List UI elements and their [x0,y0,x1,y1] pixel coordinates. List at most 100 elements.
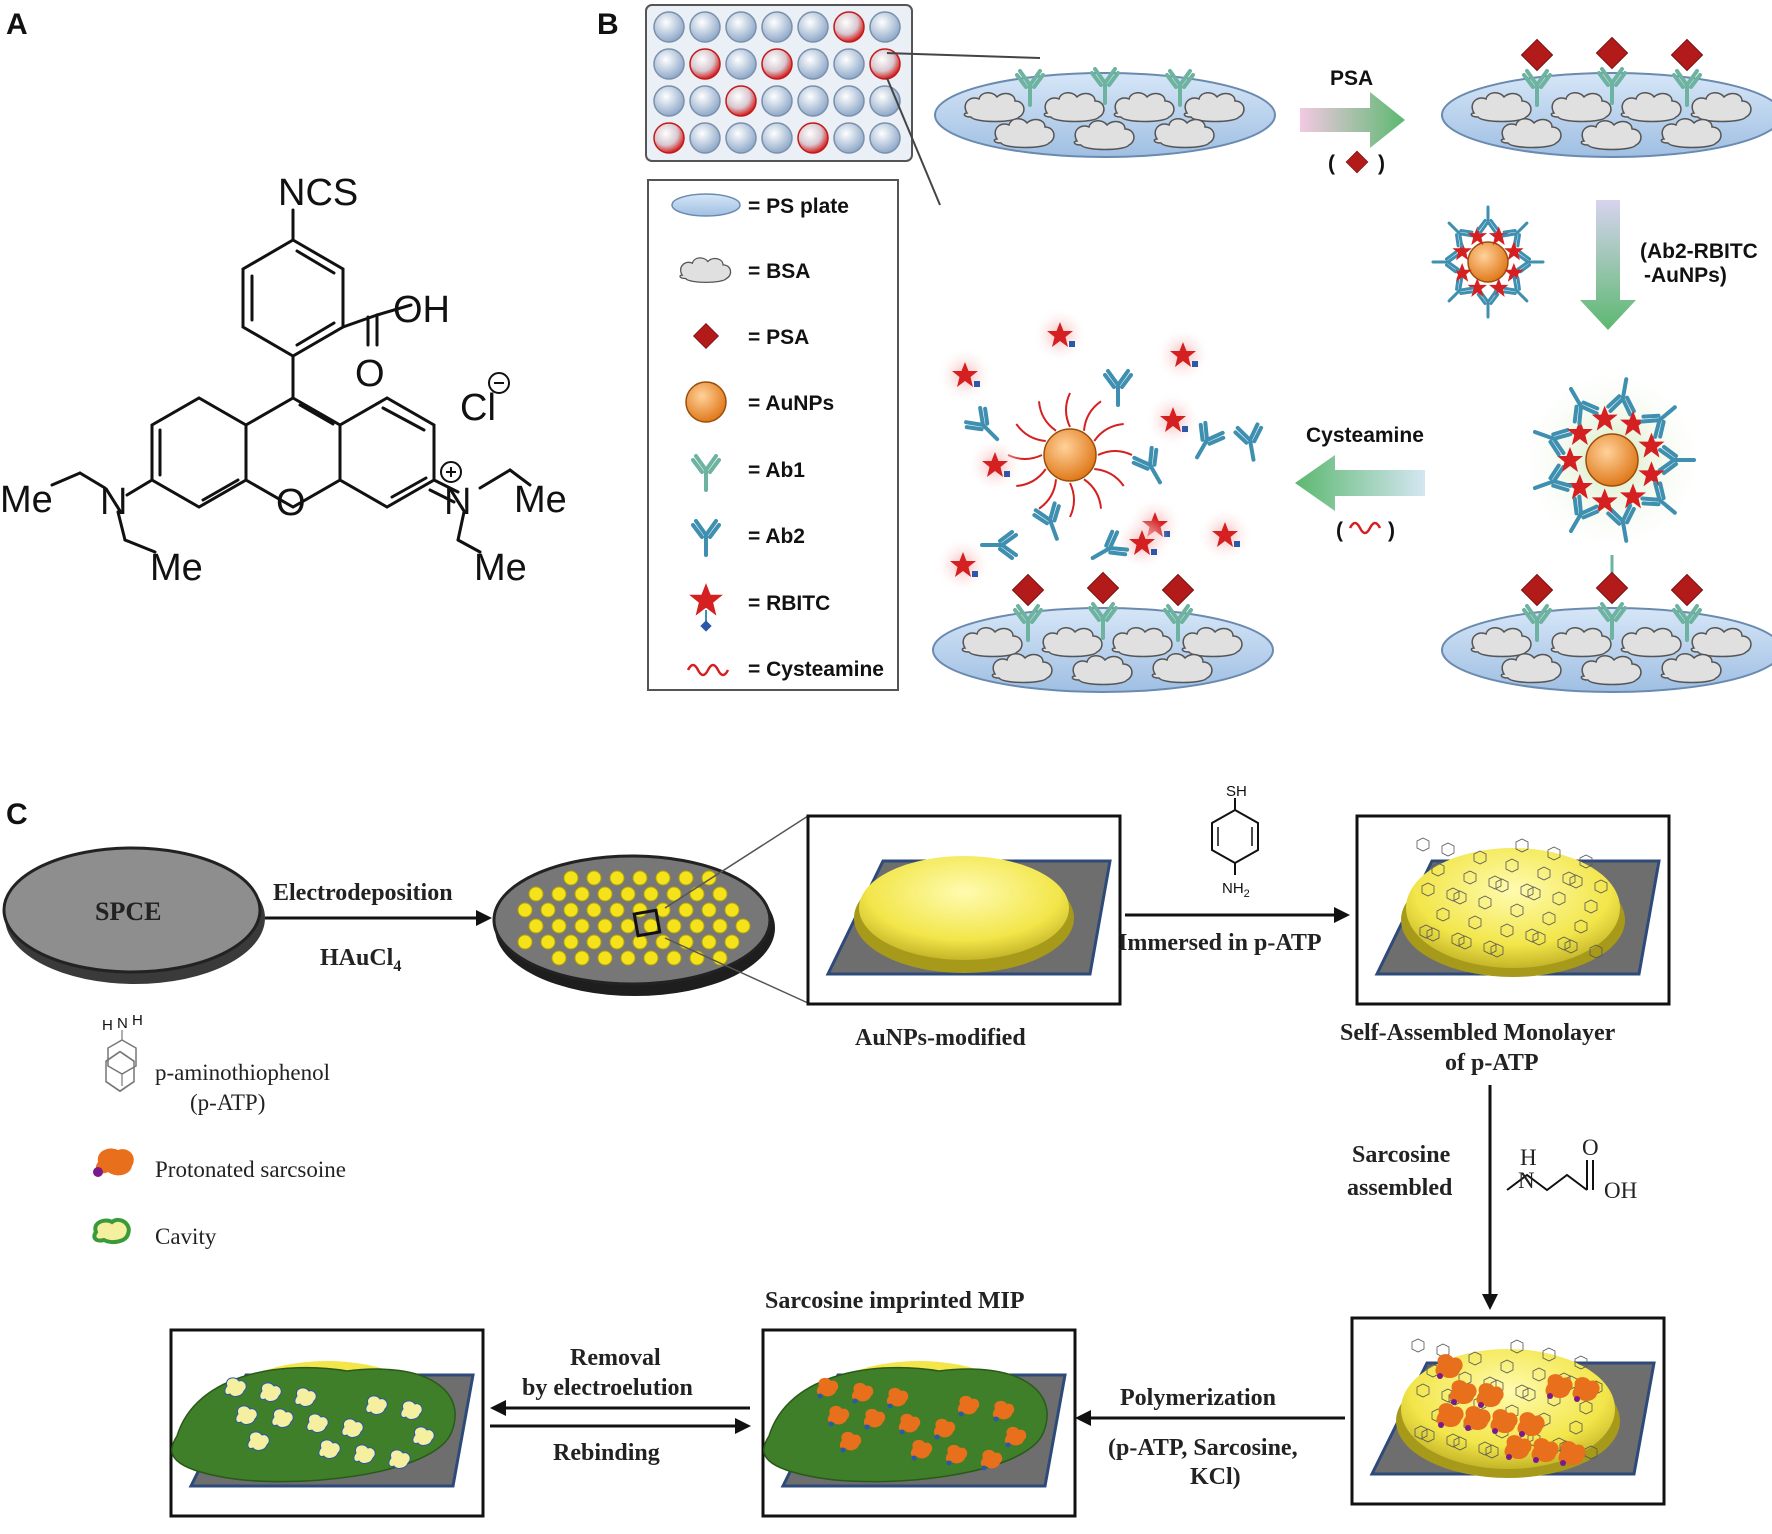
well [833,48,865,80]
spce-electrode: SPCE [2,846,265,984]
psa-paren-close: ) [1378,152,1385,175]
aunps-modified-caption: AuNPs-modified [855,1025,1026,1051]
electrodeposition-label: Electrodeposition [273,880,453,906]
legend-patp-line2: (p-ATP) [190,1090,265,1115]
plate-step-4 [932,571,1274,693]
well [725,85,757,117]
well [689,122,721,154]
electrode-box [761,1328,1077,1518]
me-bottom-right-label: Me [474,547,527,589]
protonated-sarcosine-icon [95,1148,134,1176]
rbitc-structure: NCS OH O O Cl N N Me Me Me Me [0,172,567,589]
aunp-icon [685,381,727,423]
panel-label-b: B [597,8,619,41]
plate-step-2 [1441,36,1772,158]
well [761,48,793,80]
bound-complex [1517,365,1707,555]
conjugate-step-line2: -AuNPs) [1644,264,1727,287]
well [833,122,865,154]
immersed-label: Immersed in p-ATP [1118,930,1322,956]
microplate [645,4,913,162]
well [689,48,721,80]
me-right-label: Me [514,479,567,521]
aunp-modified-electrode [492,854,775,996]
well [869,48,901,80]
cysteamine-paren-close: ) [1388,519,1395,542]
me-left-label: Me [0,479,53,521]
well [761,85,793,117]
ncs-label: NCS [278,172,358,214]
well [689,11,721,43]
well [653,85,685,117]
legend-label-psa: = PSA [748,326,809,349]
mip-title: Sarcosine imprinted MIP [765,1288,1025,1314]
legend-label-cysteamine: = Cysteamine [748,658,884,681]
legend-patp-n: N [117,1015,128,1032]
cysteamine-step-label: Cysteamine [1306,424,1424,447]
well [797,11,829,43]
sarcosine-label-line1: Sarcosine [1352,1142,1451,1168]
legend-label-ab2: = Ab2 [748,525,805,548]
panel-c-legend: H N H p-aminothiophenol (p-ATP) Protonat… [92,1012,346,1249]
well [797,48,829,80]
carbonyl-o-label: O [355,353,385,395]
sam-caption-line2: of p-ATP [1445,1050,1539,1076]
legend-label-rbitc: = RBITC [748,592,830,615]
ring-o-label: O [276,482,306,524]
sarcosine-label-line2: assembled [1347,1175,1453,1201]
spce-label: SPCE [95,897,161,926]
benzene-ring [241,238,345,358]
removal-label-line1: Removal [570,1345,661,1371]
well [725,11,757,43]
right-n-label: N [444,481,471,523]
left-n-label: N [100,481,127,523]
nh2-label: NH2 [1222,880,1250,900]
arrow-add-cysteamine: Cysteamine ( ) [1295,424,1425,542]
panel-label-a: A [6,8,28,41]
electrode-box [1350,1316,1666,1506]
well [833,85,865,117]
well [797,85,829,117]
oh-label: OH [393,289,450,331]
sarcosine-oh: OH [1604,1178,1637,1203]
sam-caption-line1: Self-Assembled Monolayer [1340,1020,1616,1046]
well [653,48,685,80]
legend-label-aunps: = AuNPs [748,392,834,415]
chloride-label: Cl [460,387,496,429]
legend-protonated: Protonated sarcsoine [155,1157,346,1182]
p-atp-structure: SH NH2 [1211,783,1259,900]
well [797,122,829,154]
cysteamine-icon [686,663,730,677]
well [653,11,685,43]
conjugate-step-line1: (Ab2-RBITC [1640,240,1758,263]
legend-label-ps-plate: = PS plate [748,195,849,218]
polymerization-label: Polymerization [1120,1385,1276,1411]
ps-plate-icon [671,193,741,217]
released-rbitc [935,307,1269,593]
well [725,122,757,154]
electrode-box [806,814,1122,1006]
legend-patp-line1: p-aminothiophenol [155,1060,330,1085]
psa-paren-open: ( [1328,152,1335,175]
poly-conditions-line2: KCl) [1190,1464,1241,1490]
plate-step-3 [1441,571,1772,693]
legend-label-ab1: = Ab1 [748,459,805,482]
me-bottom-left-label: Me [150,547,203,589]
well [761,122,793,154]
cavity-icon [92,1217,131,1244]
sarcosine-o: O [1582,1135,1599,1160]
legend-patp-h1: H [102,1017,113,1034]
legend-cavity: Cavity [155,1224,217,1249]
removal-label-line2: by electroelution [522,1375,693,1401]
well [869,11,901,43]
haucl4-label: HAuCl4 [320,945,401,975]
sarcosine-structure: H N O OH [1506,1135,1637,1203]
arrow-add-conjugate: (Ab2-RBITC -AuNPs) [1580,200,1758,330]
plate-step-1 [934,67,1276,158]
well [653,122,685,154]
panel-label-c: C [6,798,28,831]
ab2-rbitc-aunp-conjugate [1431,205,1545,319]
well [761,11,793,43]
cysteamine-paren-open: ( [1336,519,1343,542]
